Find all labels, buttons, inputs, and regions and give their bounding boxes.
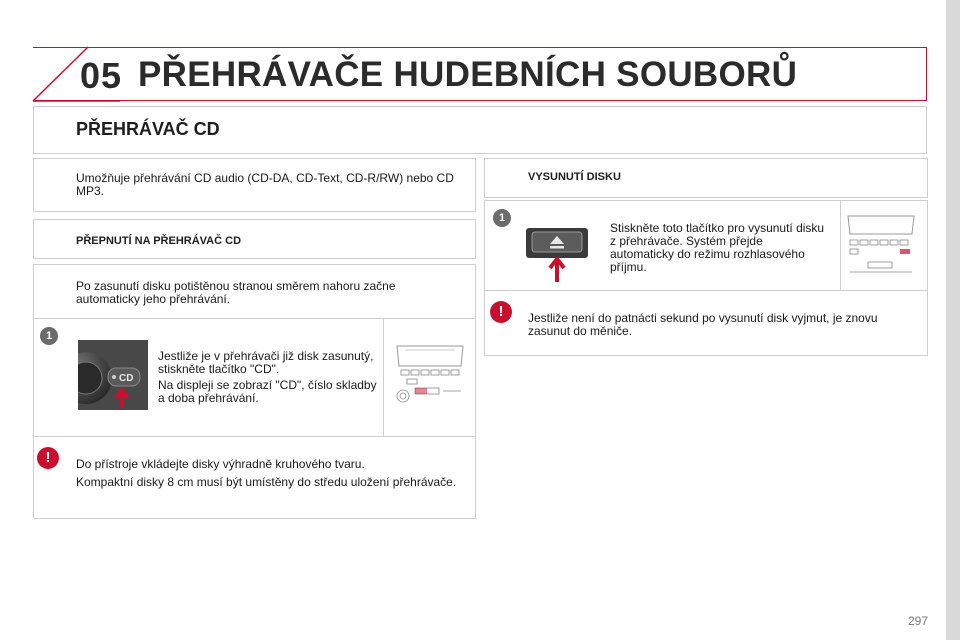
page-sidebar — [946, 0, 960, 640]
divider — [484, 290, 928, 291]
radio-panel-thumbnail — [846, 210, 916, 280]
header-frame — [33, 47, 927, 101]
eject-heading: VYSUNUTÍ DISKU — [528, 171, 621, 183]
radio-panel-thumbnail — [395, 340, 465, 410]
header-decoration — [32, 46, 120, 102]
chapter-number: 05 — [80, 55, 123, 96]
chapter-title: PŘEHRÁVAČE HUDEBNÍCH SOUBORŮ — [138, 55, 798, 94]
switch-heading-frame — [33, 219, 476, 259]
warning-text: Do přístroje vkládejte disky výhradně kr… — [76, 457, 365, 471]
cd-button-photo: CD — [78, 340, 148, 410]
intro-text: Umožňuje přehrávání CD audio (CD-DA, CD-… — [76, 171, 454, 198]
page-number: 297 — [908, 614, 929, 628]
divider — [383, 318, 384, 436]
divider — [840, 200, 841, 290]
warning-icon: ! — [490, 301, 512, 323]
section-title: PŘEHRÁVAČ CD — [76, 119, 220, 139]
up-arrow-icon — [114, 388, 130, 408]
divider — [33, 318, 476, 319]
switch-step-text: Jestliže je v přehrávači již disk zasunu… — [158, 349, 374, 376]
eject-icon — [550, 236, 564, 249]
switch-display-text: Na displeji se zobrazí "CD", číslo sklad… — [158, 378, 377, 405]
eject-step-text: Stiskněte toto tlačítko pro vysunutí dis… — [610, 221, 825, 274]
step-number-icon: 1 — [493, 209, 511, 227]
eject-heading-frame — [484, 158, 928, 198]
up-arrow-icon — [548, 257, 566, 282]
switch-intro-text: Po zasunutí disku potištěnou stranou smě… — [76, 279, 396, 306]
warning-text: Kompaktní disky 8 cm musí být umístěny d… — [76, 475, 457, 489]
cd-button-label: CD — [119, 373, 133, 384]
main-heading-frame — [33, 106, 927, 154]
warning-icon: ! — [37, 447, 59, 469]
warning-text: Jestliže není do patnácti sekund po vysu… — [528, 311, 878, 338]
intro-frame — [33, 158, 476, 212]
step-number-icon: 1 — [40, 327, 58, 345]
eject-button-photo — [520, 222, 592, 284]
switch-heading: PŘEPNUTÍ NA PŘEHRÁVAČ CD — [76, 235, 242, 247]
divider — [33, 436, 476, 437]
